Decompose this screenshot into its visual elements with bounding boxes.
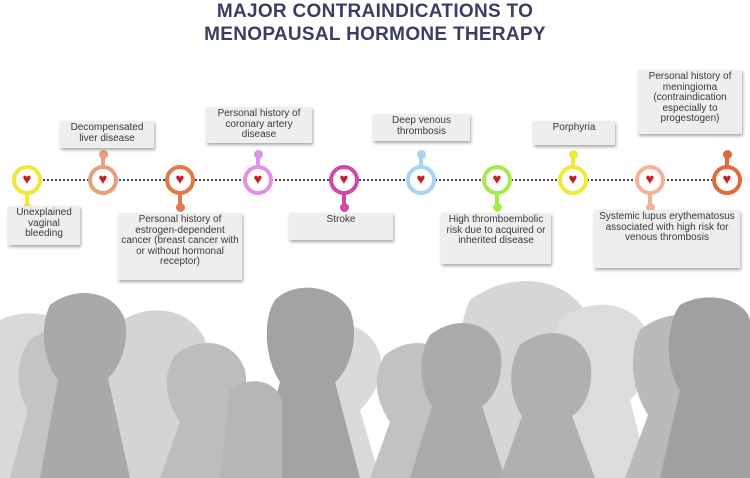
marker-ring [482, 165, 512, 195]
heart-icon: ♥ [175, 171, 185, 188]
contraindication-label: Unexplained vaginal bleeding [8, 206, 80, 245]
marker-stem [178, 194, 182, 206]
contraindication-label: High thromboembolic risk due to acquired… [441, 213, 551, 264]
marker-ring [12, 165, 42, 195]
marker-knob [175, 203, 185, 212]
contraindication-label: Personal history of meningioma (contrain… [638, 70, 742, 134]
marker-stem [725, 154, 729, 166]
marker-knob [645, 203, 655, 212]
marker-ring [558, 165, 588, 195]
marker-knob [98, 150, 108, 159]
marker-ring [406, 165, 436, 195]
marker-stem [419, 154, 423, 166]
marker-stem [25, 194, 29, 206]
heart-icon: ♥ [645, 171, 655, 188]
marker-ring [88, 165, 118, 195]
heart-icon: ♥ [492, 171, 502, 188]
contraindication-label: Personal history of estrogen-dependent c… [118, 213, 242, 280]
heart-icon: ♥ [339, 171, 349, 188]
marker-stem [342, 194, 346, 206]
marker-stem [256, 154, 260, 166]
marker-stem [571, 154, 575, 166]
page-title: MAJOR CONTRAINDICATIONS TO MENOPAUSAL HO… [0, 0, 750, 46]
timeline-line [28, 179, 728, 181]
contraindication-label: Stroke [289, 213, 393, 240]
marker-ring [165, 165, 195, 195]
crowd-silhouettes-illustration [0, 281, 750, 478]
heart-icon: ♥ [568, 171, 578, 188]
marker-knob [253, 150, 263, 159]
marker-knob [568, 150, 578, 159]
marker-ring [712, 165, 742, 195]
contraindication-label: Decompensated liver disease [60, 121, 154, 148]
heart-icon: ♥ [98, 171, 108, 188]
title-line-1: MAJOR CONTRAINDICATIONS TO [216, 1, 534, 22]
contraindication-label: Personal history of coronary artery dise… [206, 107, 312, 143]
contraindication-label: Systemic lupus erythematosus associated … [594, 210, 740, 268]
heart-icon: ♥ [722, 171, 732, 188]
marker-knob [492, 203, 502, 212]
marker-knob [416, 150, 426, 159]
marker-ring [243, 165, 273, 195]
heart-icon: ♥ [416, 171, 426, 188]
marker-knob [339, 203, 349, 212]
heart-icon: ♥ [253, 171, 263, 188]
marker-stem [495, 194, 499, 206]
marker-stem [648, 194, 652, 206]
title-line-2: MENOPAUSAL HORMONE THERAPY [204, 24, 546, 45]
marker-knob [722, 150, 732, 159]
marker-stem [101, 154, 105, 166]
marker-ring [635, 165, 665, 195]
marker-ring [329, 165, 359, 195]
contraindication-label: Porphyria [533, 121, 615, 145]
contraindication-label: Deep venous thrombosis [373, 114, 470, 141]
heart-icon: ♥ [22, 171, 32, 188]
